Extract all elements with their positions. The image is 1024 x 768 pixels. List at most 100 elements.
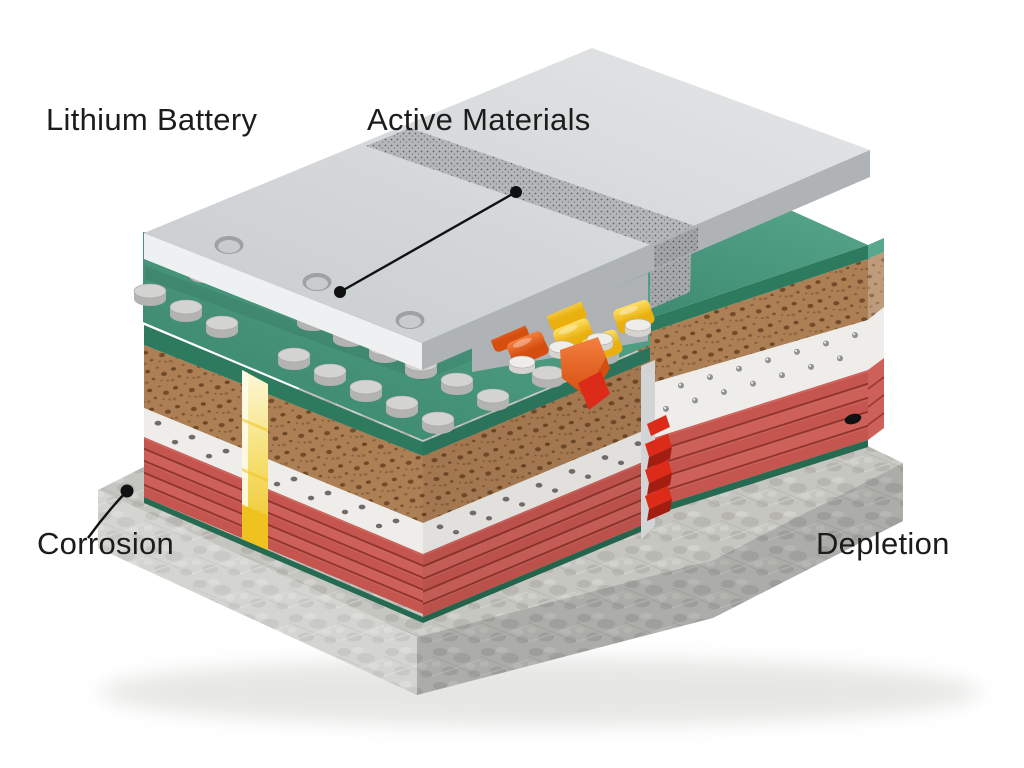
right-red-strip: [638, 412, 868, 499]
rivet-highlight: [737, 366, 740, 369]
soft-shadow: [100, 658, 980, 726]
separator-hole: [601, 455, 609, 460]
right-red-strip: [638, 370, 868, 457]
left-red-highlight: [144, 437, 423, 556]
active-materials-leader-line: [339, 190, 517, 294]
rivet: [765, 357, 771, 364]
zigzag-fold: [645, 486, 672, 509]
stud-top: [440, 372, 474, 388]
separator-hole: [469, 510, 477, 516]
left-red-strip: [144, 437, 423, 566]
rivet: [736, 365, 742, 372]
rivet: [808, 363, 814, 370]
separator-hole: [324, 490, 332, 496]
right-red-highlight: [638, 398, 868, 473]
stud-top: [169, 299, 203, 315]
battery-lid: [144, 48, 870, 370]
base-front-right-tint: [417, 463, 903, 695]
rivet: [794, 348, 800, 355]
front-separator-face: [423, 428, 650, 554]
separator-hole: [485, 516, 493, 521]
separator-hole: [518, 502, 526, 507]
ground-shadow: [100, 658, 980, 726]
rivet-highlight: [838, 356, 841, 359]
right-side-red-groove: [868, 412, 884, 426]
zigzag-fold-shade: [647, 499, 672, 521]
zigzag-fold: [645, 460, 672, 483]
rivet: [750, 380, 756, 387]
rivet: [663, 405, 669, 412]
lid-hole-inner: [399, 315, 421, 328]
rivet-highlight: [853, 333, 856, 336]
stud-top: [531, 365, 565, 381]
lid-top-face: [144, 48, 870, 343]
rivet-highlight: [824, 341, 827, 344]
zigzag-fold-shade: [647, 447, 672, 469]
zigzag-fold-shade: [647, 473, 672, 495]
yellow-column-edge: [242, 370, 248, 541]
front-red-strip: [423, 496, 650, 605]
right-side-red-groove: [868, 376, 884, 390]
separator-hole: [634, 441, 642, 447]
label-active-materials: Active Materials: [367, 102, 591, 137]
separator-hole: [205, 453, 213, 459]
stud-top: [624, 318, 652, 332]
rivet: [779, 372, 785, 379]
left-red-highlight: [144, 485, 423, 604]
stud-top: [421, 411, 455, 427]
lid-band-front: [654, 227, 698, 269]
active-materials-band-dot: [510, 186, 522, 198]
rivet: [692, 397, 698, 404]
lid-right-face: [422, 150, 870, 370]
right-electrode-block: [529, 196, 884, 520]
stud-top: [349, 379, 383, 395]
left-red-strip: [144, 485, 423, 614]
column-segment-line: [242, 418, 268, 432]
active-material-shelf: [472, 273, 655, 374]
lid-band-front-shade: [654, 227, 698, 269]
front-red-strip: [423, 484, 650, 592]
yellow-brick-gloss: [558, 325, 578, 335]
left-red-highlight: [144, 473, 423, 592]
front-red-highlight: [423, 497, 650, 594]
rivet-highlight: [708, 375, 711, 378]
separator-hole: [436, 524, 444, 530]
stud-top: [205, 315, 239, 331]
left-separator-face: [144, 408, 423, 554]
front-red-highlight: [423, 510, 650, 607]
right-side-red: [868, 358, 884, 440]
base-front-left-face: [98, 490, 417, 695]
label-corrosion: Corrosion: [37, 526, 175, 561]
rivet-highlight: [809, 364, 812, 368]
front-red-strip: [423, 509, 650, 617]
rivet-highlight: [795, 349, 798, 353]
annotations: [87, 186, 862, 539]
separator-hole: [535, 482, 543, 488]
rivet-highlight: [664, 406, 667, 410]
stud-top: [385, 395, 419, 411]
rivet-highlight: [722, 390, 725, 393]
left-bottom-green: [144, 497, 423, 623]
zigzag-fold: [647, 415, 670, 436]
active-materials-plate-dot: [334, 286, 346, 298]
stud-top: [313, 363, 347, 379]
separator-hole: [568, 469, 576, 474]
separator-hole: [375, 523, 383, 529]
stud-top: [476, 388, 510, 404]
right-side-red-groove: [868, 394, 884, 408]
separator-hole: [358, 504, 366, 510]
right-red-highlight: [638, 412, 868, 487]
electrode-gap: [641, 360, 672, 540]
right-side-separator: [868, 307, 884, 370]
orange-brick-gloss: [512, 338, 532, 348]
orange-shard: [560, 337, 606, 396]
front-red-highlight: [423, 472, 650, 569]
separator-hole: [290, 476, 298, 482]
separator-hole: [273, 481, 281, 487]
left-green-edge: [144, 325, 423, 456]
rivet-highlight: [693, 398, 696, 401]
front-red-highlight: [423, 484, 650, 582]
front-red-strip: [423, 471, 650, 580]
red-shard: [578, 371, 610, 410]
